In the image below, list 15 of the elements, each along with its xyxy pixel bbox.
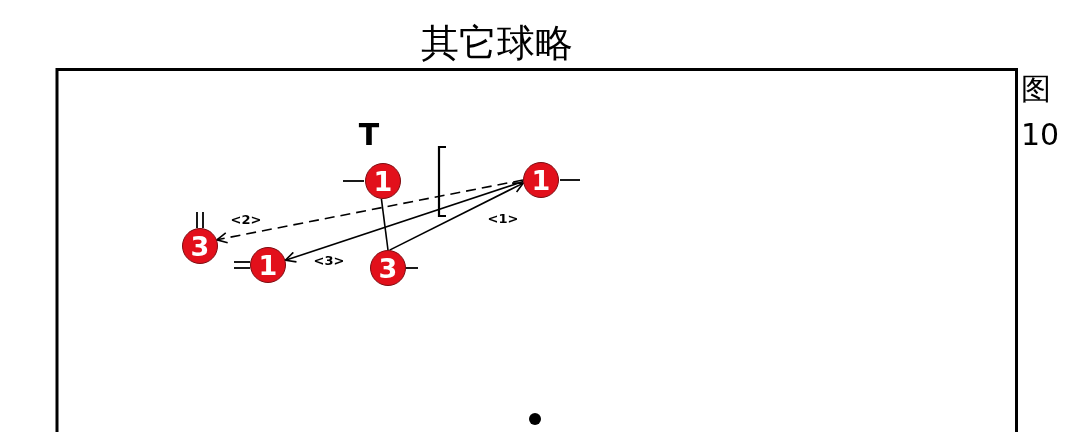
edge-label: <1>: [486, 211, 520, 225]
arrow: [284, 180, 524, 263]
arrow: [216, 179, 524, 244]
line: [380, 198, 389, 251]
player-circle: 1: [523, 162, 559, 198]
figure-caption: 图10: [1021, 70, 1061, 154]
player-circle: 3: [370, 250, 406, 286]
player-circle: 1: [250, 247, 286, 283]
t-label: T: [358, 120, 380, 150]
player-circle: 3: [182, 228, 218, 264]
player-circle: 1: [365, 163, 401, 199]
edge-label: <3>: [312, 253, 346, 267]
edge-label: <2>: [229, 212, 263, 226]
arrow: [388, 182, 525, 251]
title: 其它球略: [421, 23, 573, 65]
